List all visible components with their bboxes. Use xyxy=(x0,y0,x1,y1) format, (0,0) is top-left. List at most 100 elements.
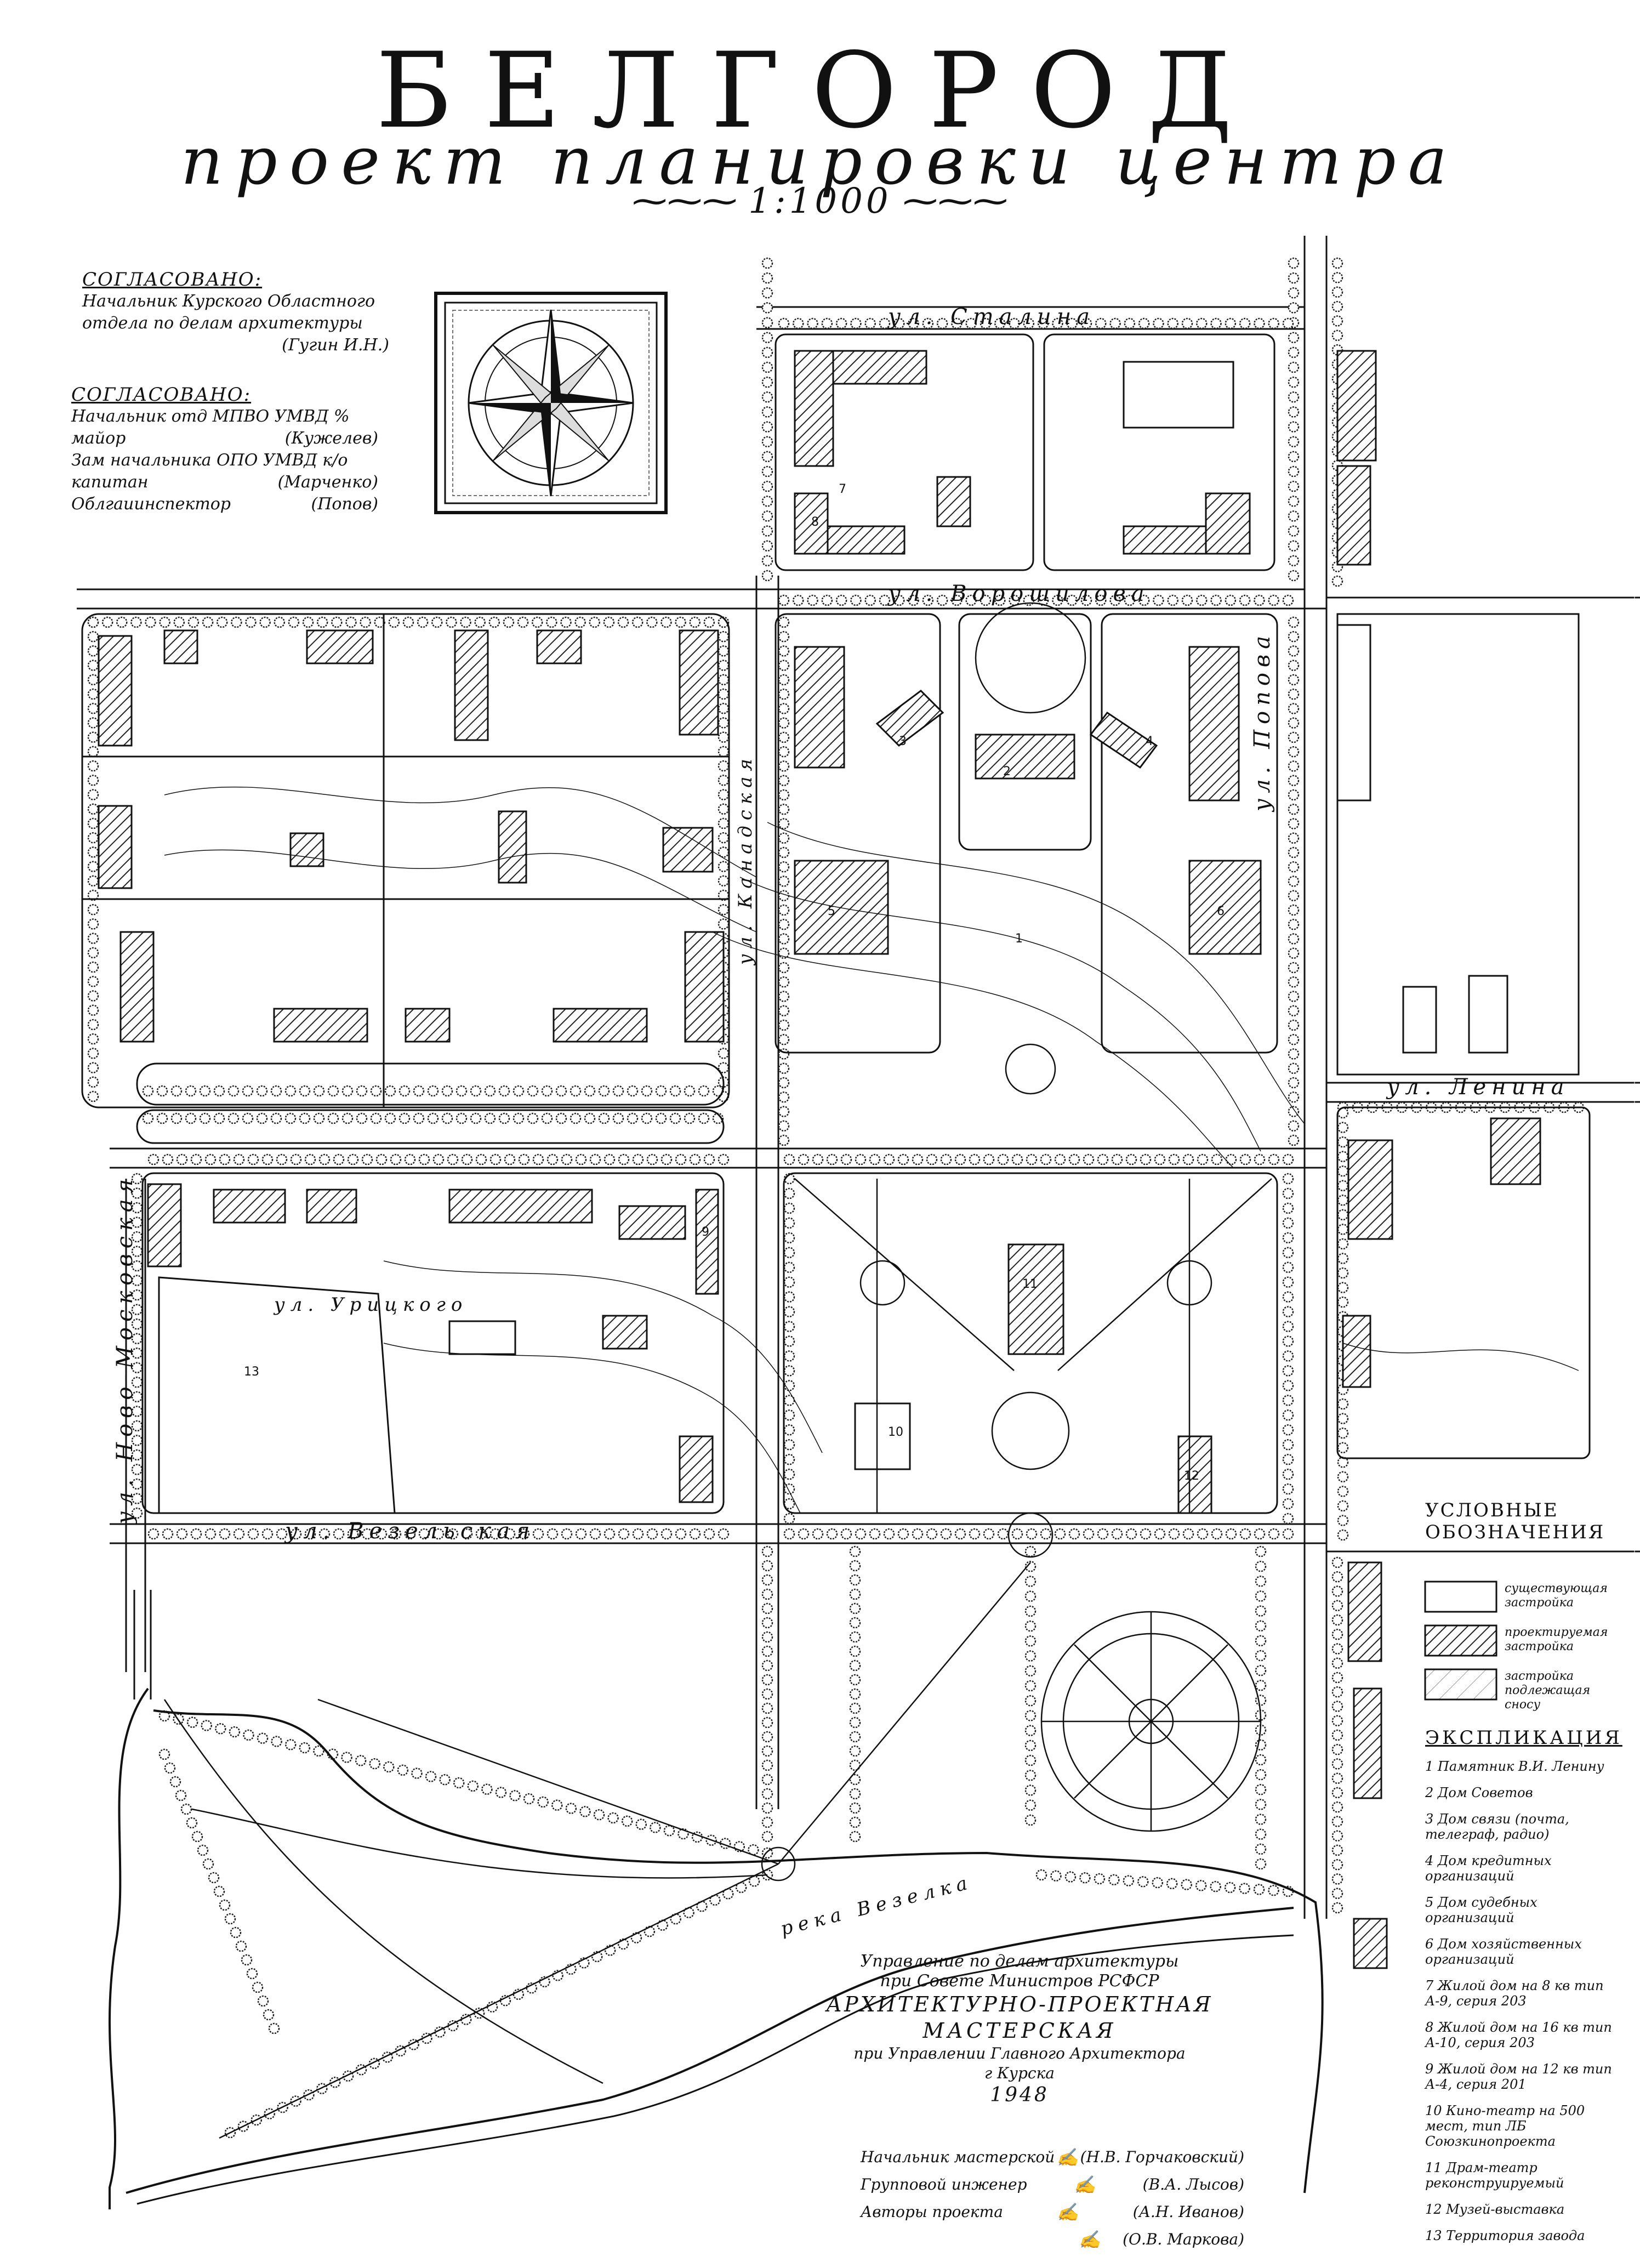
tree-icon xyxy=(1331,1629,1343,1640)
tree-icon xyxy=(761,480,773,492)
tree-icon xyxy=(718,903,730,916)
tree-icon xyxy=(1337,1253,1349,1264)
tree-icon xyxy=(1288,496,1300,507)
tree-icon xyxy=(263,2009,275,2021)
tree-icon xyxy=(427,1112,439,1124)
tree-icon xyxy=(612,1085,624,1097)
tree-icon xyxy=(1337,1529,1349,1541)
tree-icon xyxy=(675,1528,687,1540)
tree-icon xyxy=(922,594,934,606)
tree-icon xyxy=(1282,1409,1294,1421)
tree-icon xyxy=(778,846,790,859)
tree-icon xyxy=(1037,594,1049,606)
tree-icon xyxy=(441,1112,453,1124)
tree-icon xyxy=(1337,1165,1349,1177)
tree-icon xyxy=(176,1153,188,1166)
tree-icon xyxy=(1009,594,1020,606)
tree-icon xyxy=(1054,1153,1066,1166)
tree-icon xyxy=(1125,1528,1137,1540)
tree-icon xyxy=(447,2020,459,2032)
tree-icon xyxy=(748,1844,759,1856)
tree-icon xyxy=(299,1742,311,1754)
tree-icon xyxy=(527,1085,539,1097)
tree-icon xyxy=(1288,1034,1300,1045)
tree-icon xyxy=(778,1019,790,1031)
tree-icon xyxy=(1064,1871,1077,1883)
tree-icon xyxy=(1288,510,1300,522)
tree-icon xyxy=(849,1602,861,1615)
tree-icon xyxy=(893,594,905,606)
tree-icon xyxy=(1035,1869,1047,1881)
tree-icon xyxy=(1331,1672,1343,1684)
tree-icon xyxy=(1040,1528,1052,1540)
tree-icon xyxy=(603,1153,616,1166)
tree-icon xyxy=(1337,1122,1349,1133)
tree-icon xyxy=(130,616,142,628)
tree-icon xyxy=(849,1688,861,1700)
tree-icon xyxy=(504,1528,516,1540)
tree-icon xyxy=(761,1816,773,1828)
tree-icon xyxy=(1024,1784,1037,1796)
tree-icon xyxy=(87,717,99,729)
tree-icon xyxy=(176,1528,188,1540)
tree-icon xyxy=(87,674,99,686)
tree-icon xyxy=(849,1802,861,1814)
tree-icon xyxy=(1288,1005,1300,1016)
tree-icon xyxy=(1288,789,1300,801)
approval-line: Облгаиинспектор(Попов) xyxy=(71,494,378,514)
tree-icon xyxy=(969,1153,981,1166)
tree-icon xyxy=(655,1085,667,1097)
tree-icon xyxy=(1288,1048,1300,1060)
tree-icon xyxy=(849,1774,861,1786)
tree-icon xyxy=(219,1528,231,1540)
tree-icon xyxy=(384,1112,396,1124)
tree-icon xyxy=(259,616,271,628)
tree-icon xyxy=(475,1153,487,1166)
tree-icon xyxy=(555,1085,567,1097)
tree-icon xyxy=(849,1574,861,1586)
tree-icon xyxy=(778,717,790,729)
tree-icon xyxy=(1111,1528,1123,1540)
tree-icon xyxy=(169,1776,181,1788)
tree-icon xyxy=(783,1276,795,1288)
map-title: БЕЛГОРОД xyxy=(375,30,1265,151)
tree-icon xyxy=(560,616,572,628)
tree-icon xyxy=(603,616,615,628)
tree-icon xyxy=(1288,1120,1300,1132)
tree-icon xyxy=(116,616,128,628)
tree-icon xyxy=(537,1796,549,1808)
tree-icon xyxy=(1288,287,1300,299)
tree-icon xyxy=(689,1528,701,1540)
tree-icon xyxy=(983,1528,995,1540)
tree-icon xyxy=(1337,1195,1349,1206)
tree-icon xyxy=(498,1112,510,1124)
tree-icon xyxy=(1288,804,1300,815)
tree-icon xyxy=(87,645,99,657)
tree-icon xyxy=(227,1085,240,1097)
tree-icon xyxy=(432,1528,445,1540)
tree-icon xyxy=(370,1085,382,1097)
plot-number: 3 xyxy=(899,735,907,748)
tree-icon xyxy=(761,1659,773,1672)
plot-number: 2 xyxy=(1003,765,1011,778)
tree-icon xyxy=(778,1034,790,1045)
tree-icon xyxy=(849,1716,861,1729)
tree-icon xyxy=(425,1771,437,1782)
tree-icon xyxy=(1288,818,1300,829)
tree-icon xyxy=(783,1468,795,1480)
tree-icon xyxy=(390,1153,402,1166)
tree-icon xyxy=(778,976,790,988)
tree-icon xyxy=(1024,1560,1037,1572)
tree-icon xyxy=(969,1528,981,1540)
tree-icon xyxy=(1288,861,1300,873)
tree-icon xyxy=(374,616,385,628)
tree-icon xyxy=(1282,1483,1294,1495)
tree-icon xyxy=(202,1858,214,1870)
tree-icon xyxy=(404,1153,416,1166)
tree-icon xyxy=(1282,1439,1294,1451)
map-subtitle: проект планировки центра xyxy=(180,123,1460,200)
tree-icon xyxy=(783,1291,795,1303)
tree-icon xyxy=(1255,1576,1267,1587)
tree-icon xyxy=(333,1528,345,1540)
